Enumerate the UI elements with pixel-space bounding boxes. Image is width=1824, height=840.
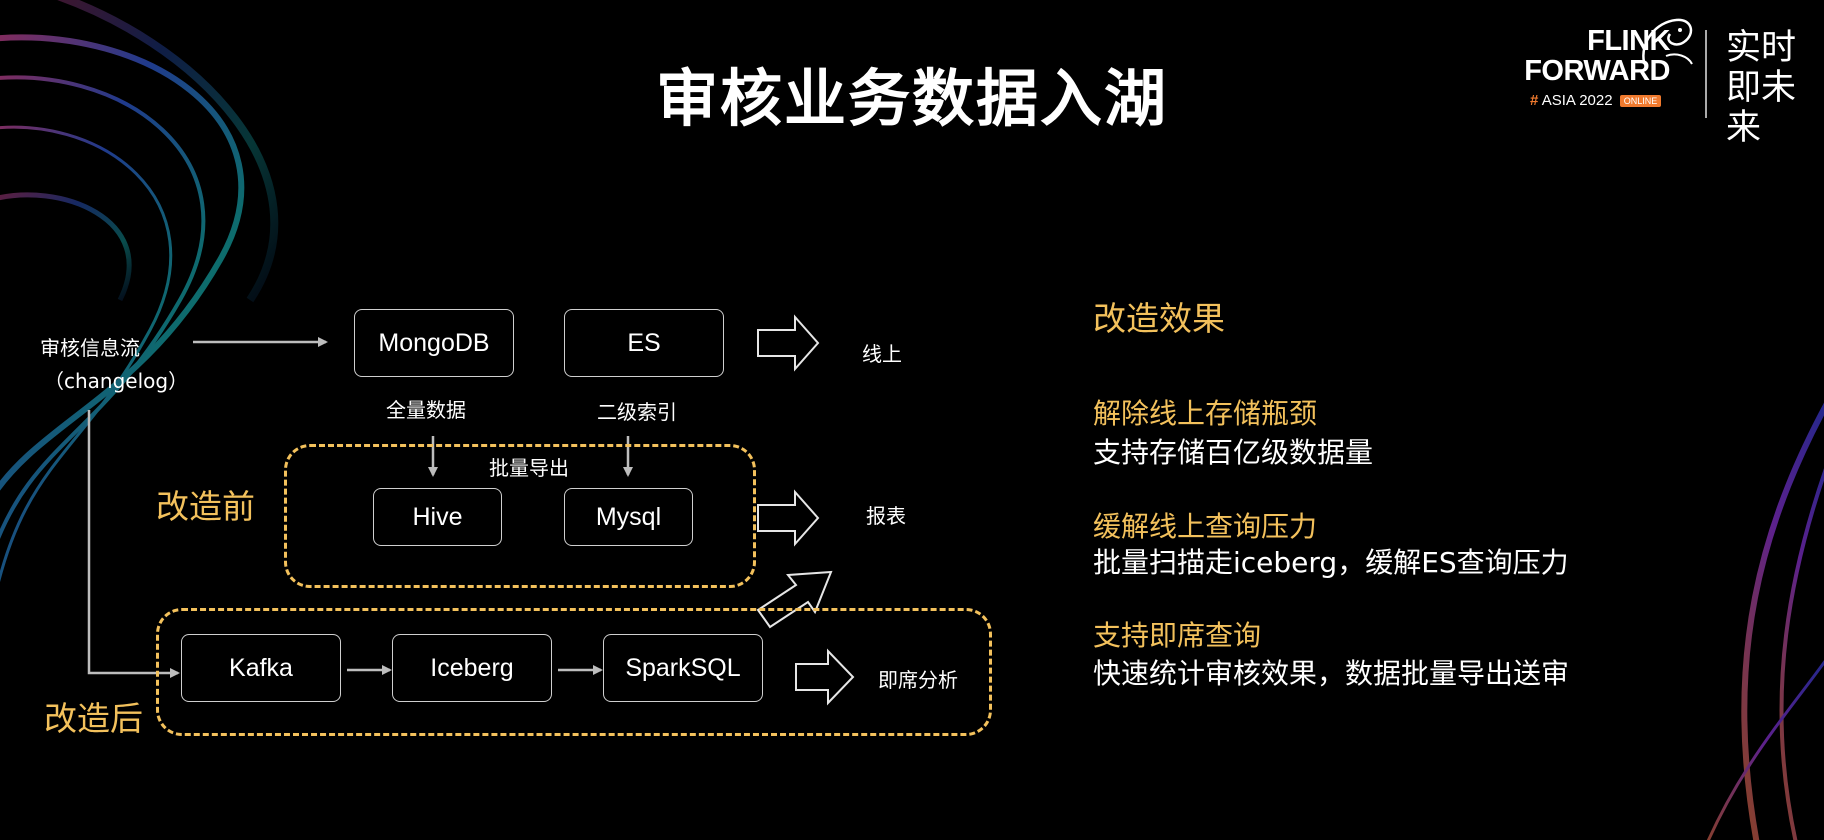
node-es: ES <box>564 309 724 377</box>
source-label-line1: 审核信息流 <box>40 336 140 360</box>
label-full-data: 全量数据 <box>386 398 466 422</box>
arrow-source-to-kafka <box>87 410 180 678</box>
logo-event: # ASIA 2022 ONLINE <box>1530 92 1662 109</box>
effect-2-desc: 批量扫描走iceberg，缓解ES查询压力 <box>1093 546 1569 579</box>
logo-line1: FLINK <box>1587 25 1670 57</box>
label-before: 改造前 <box>156 487 255 526</box>
logo-slogan: 实时即未来 <box>1726 28 1797 148</box>
logo-wordmark: FLINK FORWARD <box>1490 26 1670 86</box>
effect-2-title: 缓解线上查询压力 <box>1093 510 1318 543</box>
label-adhoc: 即席分析 <box>878 668 958 692</box>
node-mysql: Mysql <box>564 488 693 546</box>
flink-forward-logo: FLINK FORWARD # ASIA 2022 ONLINE 实时即未来 <box>1490 12 1810 148</box>
block-arrow-diagonal <box>756 570 833 629</box>
node-hive: Hive <box>373 488 502 546</box>
label-after: 改造后 <box>44 699 143 738</box>
source-label-line2: （changelog） <box>44 369 189 393</box>
logo-hash: # <box>1530 92 1539 109</box>
node-kafka: Kafka <box>181 634 341 702</box>
page-title: 审核业务数据入湖 <box>655 62 1168 135</box>
label-report: 报表 <box>866 504 906 528</box>
squirrel-icon <box>1642 18 1693 65</box>
logo-divider <box>1705 30 1707 118</box>
effect-1-title: 解除线上存储瓶颈 <box>1093 397 1318 430</box>
block-arrow-report <box>757 489 820 547</box>
label-online: 线上 <box>862 342 902 366</box>
node-sparksql: SparkSQL <box>603 634 763 702</box>
effect-3-desc: 快速统计审核效果，数据批量导出送审 <box>1093 657 1570 690</box>
effect-3-title: 支持即席查询 <box>1093 619 1262 652</box>
group-before <box>284 444 756 588</box>
effect-1-desc: 支持存储百亿级数据量 <box>1093 436 1374 469</box>
label-secondary-index: 二级索引 <box>597 400 677 424</box>
source-label: 审核信息流 （changelog） <box>40 332 188 394</box>
logo-event-name: ASIA 2022 <box>1541 92 1613 109</box>
logo-line2: FORWARD <box>1524 55 1670 87</box>
block-arrow-online <box>757 314 820 372</box>
node-mongodb: MongoDB <box>354 309 514 377</box>
node-iceberg: Iceberg <box>392 634 552 702</box>
group-after <box>156 608 992 736</box>
block-arrow-adhoc <box>795 648 855 706</box>
logo-online-badge: ONLINE <box>1619 95 1662 108</box>
effects-heading: 改造效果 <box>1093 299 1225 338</box>
label-batch-export: 批量导出 <box>489 456 569 480</box>
